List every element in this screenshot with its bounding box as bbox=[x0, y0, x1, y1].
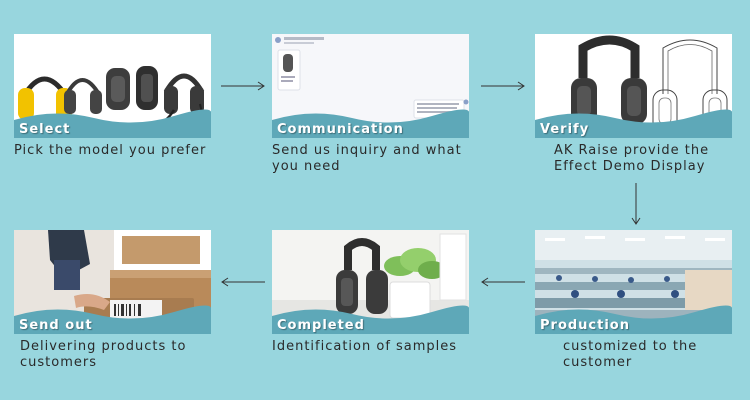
caption-line: customer bbox=[563, 355, 633, 370]
step-card-completed: Completed bbox=[272, 230, 469, 334]
wave-banner bbox=[14, 305, 211, 334]
step-title: Production bbox=[540, 318, 630, 333]
caption-line: Delivering products to bbox=[20, 339, 187, 354]
step-card-select: Select bbox=[14, 34, 211, 138]
arrow-left-icon bbox=[221, 277, 265, 287]
step-title: Communication bbox=[277, 122, 404, 137]
step-caption: Delivering products to customers bbox=[20, 339, 225, 371]
arrow-right-icon bbox=[221, 81, 265, 91]
step-caption: Send us inquiry and what you need bbox=[272, 143, 477, 175]
wave-banner bbox=[535, 305, 732, 334]
step-caption: customized to the customer bbox=[563, 339, 750, 371]
step-card-communication: Communication bbox=[272, 34, 469, 138]
step-caption: Pick the model you prefer bbox=[14, 143, 219, 159]
arrow-down-icon bbox=[631, 183, 641, 225]
caption-line: Send us inquiry and what bbox=[272, 143, 462, 158]
wave-banner bbox=[14, 109, 211, 138]
caption-line: you need bbox=[272, 159, 341, 174]
wave-banner bbox=[272, 305, 469, 334]
step-title: Verify bbox=[540, 122, 590, 137]
caption-line: Effect Demo Display bbox=[554, 159, 706, 174]
step-caption: AK Raise provide the Effect Demo Display bbox=[554, 143, 750, 175]
caption-line: AK Raise provide the bbox=[554, 143, 710, 158]
caption-line: customers bbox=[20, 355, 97, 370]
arrow-left-icon bbox=[481, 277, 525, 287]
step-title: Send out bbox=[19, 318, 93, 333]
step-card-verify: Verify bbox=[535, 34, 732, 138]
wave-banner bbox=[535, 109, 732, 138]
step-card-send-out: Send out bbox=[14, 230, 211, 334]
step-card-production: Production bbox=[535, 230, 732, 334]
step-caption: Identification of samples bbox=[272, 339, 477, 355]
step-title: Completed bbox=[277, 318, 365, 333]
caption-line: customized to the bbox=[563, 339, 698, 354]
arrow-right-icon bbox=[481, 81, 525, 91]
caption-line: Pick the model you prefer bbox=[14, 143, 207, 158]
caption-line: Identification of samples bbox=[272, 339, 458, 354]
wave-banner bbox=[272, 109, 469, 138]
step-title: Select bbox=[19, 122, 71, 137]
